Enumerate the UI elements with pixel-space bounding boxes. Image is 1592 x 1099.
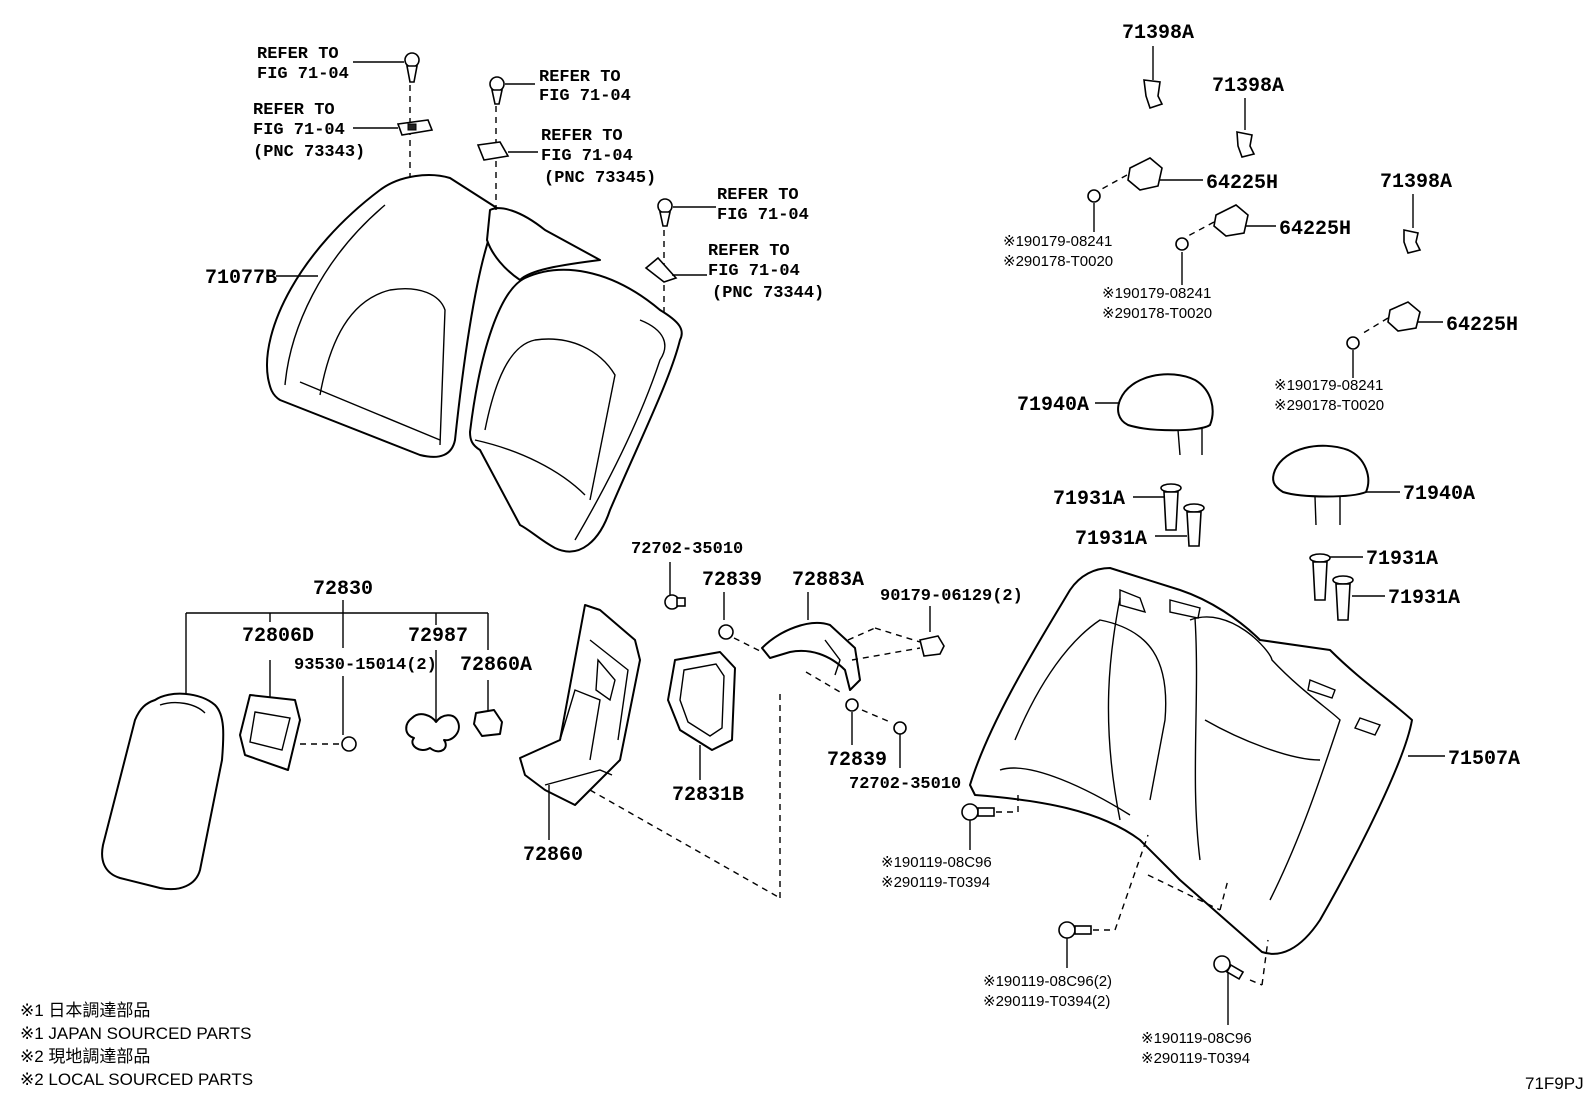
seat-back-cover-71077B	[266, 174, 683, 553]
label-72702-35010-top: 72702-35010	[631, 540, 743, 559]
label-72860A: 72860A	[460, 654, 532, 677]
label-93530-15014: 93530-15014(2)	[294, 656, 437, 675]
screw-icon	[300, 736, 357, 752]
legend-line-4: ※2 LOCAL SOURCED PARTS	[20, 1070, 253, 1089]
label-71931A-3: 71931A	[1366, 548, 1438, 571]
label-72702-35010-bottom: 72702-35010	[849, 775, 961, 794]
lid-panel-72806D	[239, 694, 301, 771]
clip-icon	[476, 141, 510, 161]
figure-code: 71F9PJ	[1525, 1074, 1584, 1093]
sub-1b: ※290178-T0020	[1003, 253, 1113, 270]
frame-72831B	[667, 651, 736, 751]
legend-line-2: ※1 JAPAN SOURCED PARTS	[20, 1024, 252, 1043]
label-64225H-1: 64225H	[1206, 172, 1278, 195]
bolt-icon	[1213, 955, 1245, 981]
sub-2a: ※190179-08241	[1102, 285, 1211, 302]
bolt-2b: ※290119-T0394(2)	[983, 993, 1110, 1010]
bolt-1a: ※190119-08C96	[881, 854, 992, 871]
screw-icon	[664, 594, 686, 610]
bolt-icon	[1058, 921, 1092, 939]
legend-line-3: ※2 現地調達部品	[20, 1047, 150, 1066]
screw-icon	[404, 52, 420, 83]
label-71398A-2: 71398A	[1212, 75, 1284, 98]
label-71931A-1: 71931A	[1053, 488, 1125, 511]
refer-note-2: REFER TO FIG 71-04 (PNC 73343)	[253, 101, 365, 162]
guide-64225H-1	[1127, 157, 1163, 191]
support-71398A-2	[1236, 131, 1256, 158]
bolt-icon	[961, 803, 995, 821]
screw-icon	[489, 76, 505, 105]
sub-3a: ※190179-08241	[1274, 377, 1383, 394]
headrest-71940A-2	[1272, 444, 1370, 526]
guide-pin-71931A-1	[1160, 483, 1182, 531]
pad-72987	[405, 713, 460, 753]
label-71398A-3: 71398A	[1380, 171, 1452, 194]
label-71507A: 71507A	[1448, 748, 1520, 771]
nut-icon	[1087, 189, 1101, 203]
clip-icon	[396, 119, 434, 136]
guide-pin-71931A-3	[1309, 553, 1331, 601]
nut-icon	[919, 635, 945, 657]
headrest-71940A-1	[1117, 373, 1214, 456]
armrest-box-72860	[519, 604, 641, 806]
bolt-3a: ※190119-08C96	[1141, 1030, 1252, 1047]
seat-back-frame-71507A	[969, 567, 1413, 955]
nut-icon	[1346, 336, 1360, 350]
label-71077B: 71077B	[205, 267, 277, 290]
refer-note-5: REFER TO FIG 71-04	[717, 186, 809, 225]
screw-icon	[893, 721, 907, 735]
clip-72860A	[473, 709, 503, 737]
guide-pin-71931A-4	[1332, 575, 1354, 621]
support-71398A-3	[1403, 229, 1422, 254]
guide-64225H-3	[1387, 301, 1421, 332]
support-71398A-1	[1143, 79, 1164, 110]
label-72860: 72860	[523, 844, 583, 867]
label-71940A-2: 71940A	[1403, 483, 1475, 506]
label-72883A: 72883A	[792, 569, 864, 592]
guide-64225H-2	[1213, 204, 1249, 237]
refer-note-6: REFER TO FIG 71-04 (PNC 73344)	[708, 242, 824, 303]
label-71931A-2: 71931A	[1075, 528, 1147, 551]
bracket-icon	[644, 256, 678, 283]
label-72831B: 72831B	[672, 784, 744, 807]
refer-note-3: REFER TO FIG 71-04	[539, 68, 631, 106]
label-71398A-1: 71398A	[1122, 22, 1194, 45]
label-72987: 72987	[408, 625, 468, 648]
nut-icon	[718, 624, 734, 640]
screw-icon	[657, 198, 673, 227]
bracket-72883A	[761, 622, 861, 691]
nut-icon	[1175, 237, 1189, 251]
label-71931A-4: 71931A	[1388, 587, 1460, 610]
label-72839-top: 72839	[702, 569, 762, 592]
bolt-2a: ※190119-08C96(2)	[983, 973, 1112, 990]
label-64225H-3: 64225H	[1446, 314, 1518, 337]
label-72839-bottom: 72839	[827, 749, 887, 772]
label-72806D: 72806D	[242, 625, 314, 648]
guide-pin-71931A-2	[1183, 503, 1205, 547]
armrest-pad	[101, 692, 225, 890]
bolt-3b: ※290119-T0394	[1141, 1050, 1250, 1067]
label-71940A-1: 71940A	[1017, 394, 1089, 417]
label-64225H-2: 64225H	[1279, 218, 1351, 241]
legend-line-1: ※1 日本調達部品	[20, 1001, 150, 1020]
sub-3b: ※290178-T0020	[1274, 397, 1384, 414]
label-90179-06129: 90179-06129(2)	[880, 587, 1023, 606]
label-72830: 72830	[313, 578, 373, 601]
nut-icon	[845, 698, 859, 712]
bolt-1b: ※290119-T0394	[881, 874, 990, 891]
sub-2b: ※290178-T0020	[1102, 305, 1212, 322]
refer-note-4: REFER TO FIG 71-04 (PNC 73345)	[541, 127, 656, 188]
sub-1a: ※190179-08241	[1003, 233, 1112, 250]
refer-note-1: REFER TO FIG 71-04	[257, 45, 349, 84]
legend: ※1 日本調達部品 ※1 JAPAN SOURCED PARTS ※2 現地調達…	[20, 1001, 253, 1089]
